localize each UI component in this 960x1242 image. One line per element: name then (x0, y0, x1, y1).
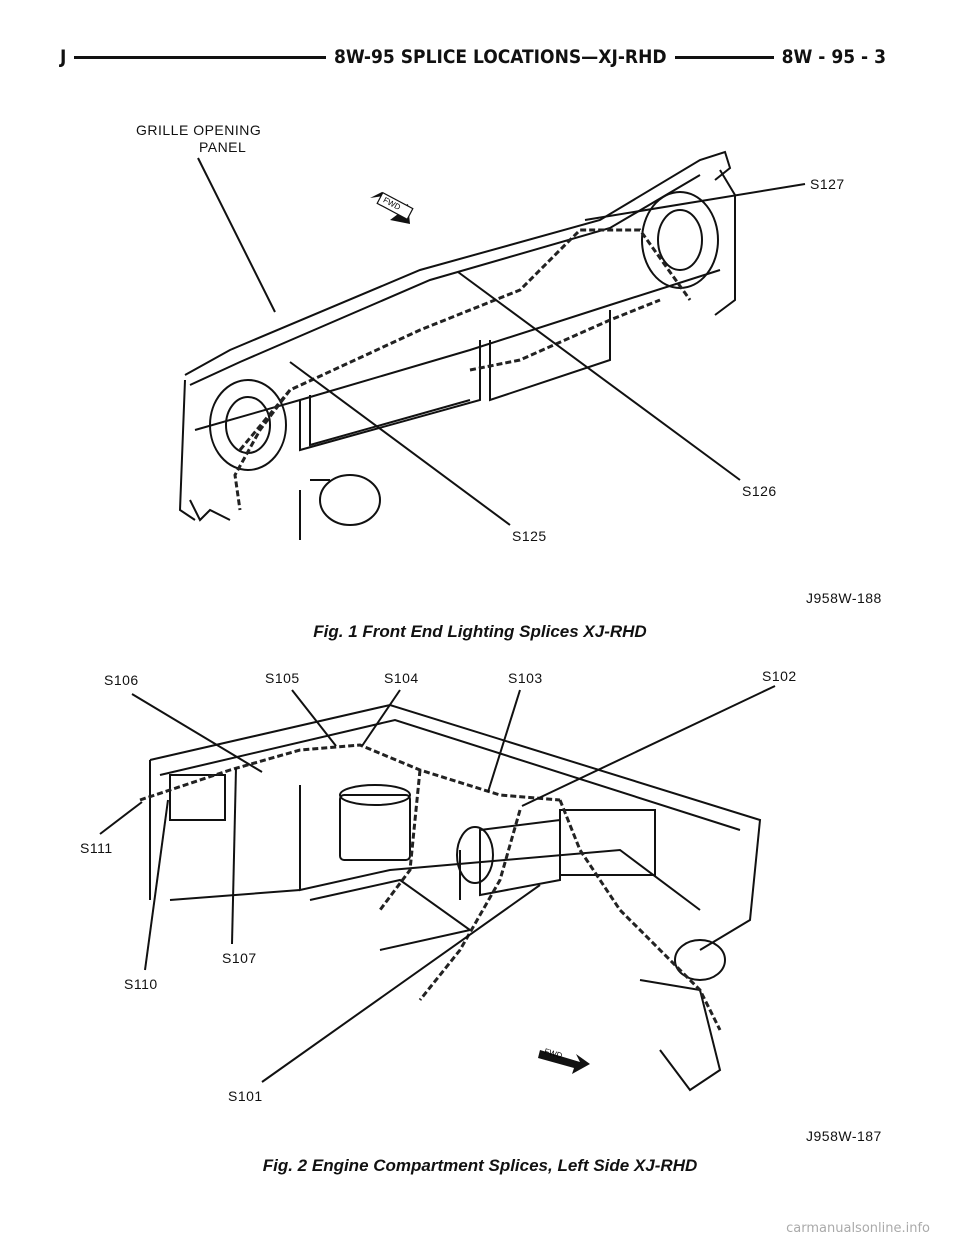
watermark: carmanualsonline.info (786, 1221, 930, 1236)
header-section-letter: J (52, 46, 75, 68)
callout-s105: S105 (265, 670, 300, 686)
header-title: 8W-95 SPLICE LOCATIONS—XJ-RHD (326, 46, 675, 68)
callout-s106: S106 (104, 672, 139, 688)
callout-s104: S104 (384, 670, 419, 686)
figure-front-end-lighting: FWD GRILLE OPENING PANEL S127 S126 S125 … (0, 100, 960, 620)
callout-s101: S101 (228, 1088, 263, 1104)
callout-grille-line1: GRILLE OPENING (136, 122, 262, 138)
fwd-arrow-icon: FWD (538, 1047, 590, 1074)
page-header: J 8W-95 SPLICE LOCATIONS—XJ-RHD 8W - 95 … (52, 44, 894, 74)
callout-s110: S110 (124, 976, 158, 992)
figure-engine-compartment: FWD S106 S105 S104 S103 S102 S111 S107 S… (0, 650, 960, 1150)
callout-s125: S125 (512, 528, 547, 544)
figure1-code: J958W-188 (806, 590, 882, 606)
callout-s127: S127 (810, 176, 845, 192)
figure1-caption: Fig. 1 Front End Lighting Splices XJ-RHD (313, 622, 647, 641)
callout-s103: S103 (508, 670, 543, 686)
callout-grille-line2: PANEL (198, 139, 247, 155)
callout-s102: S102 (762, 668, 797, 684)
callout-s107: S107 (222, 950, 257, 966)
figure2-caption: Fig. 2 Engine Compartment Splices, Left … (262, 1156, 698, 1175)
header-page-number: 8W - 95 - 3 (773, 46, 894, 68)
callout-s126: S126 (742, 483, 777, 499)
engine-compartment-illustration: FWD (99, 685, 776, 1092)
figure2-code: J958W-187 (806, 1128, 882, 1144)
callout-s111: S111 (80, 840, 113, 856)
grille-panel-illustration: FWD (178, 150, 806, 540)
fwd-arrow-icon: FWD (370, 191, 414, 224)
callout-grille-opening-panel: GRILLE OPENING PANEL (136, 122, 261, 156)
